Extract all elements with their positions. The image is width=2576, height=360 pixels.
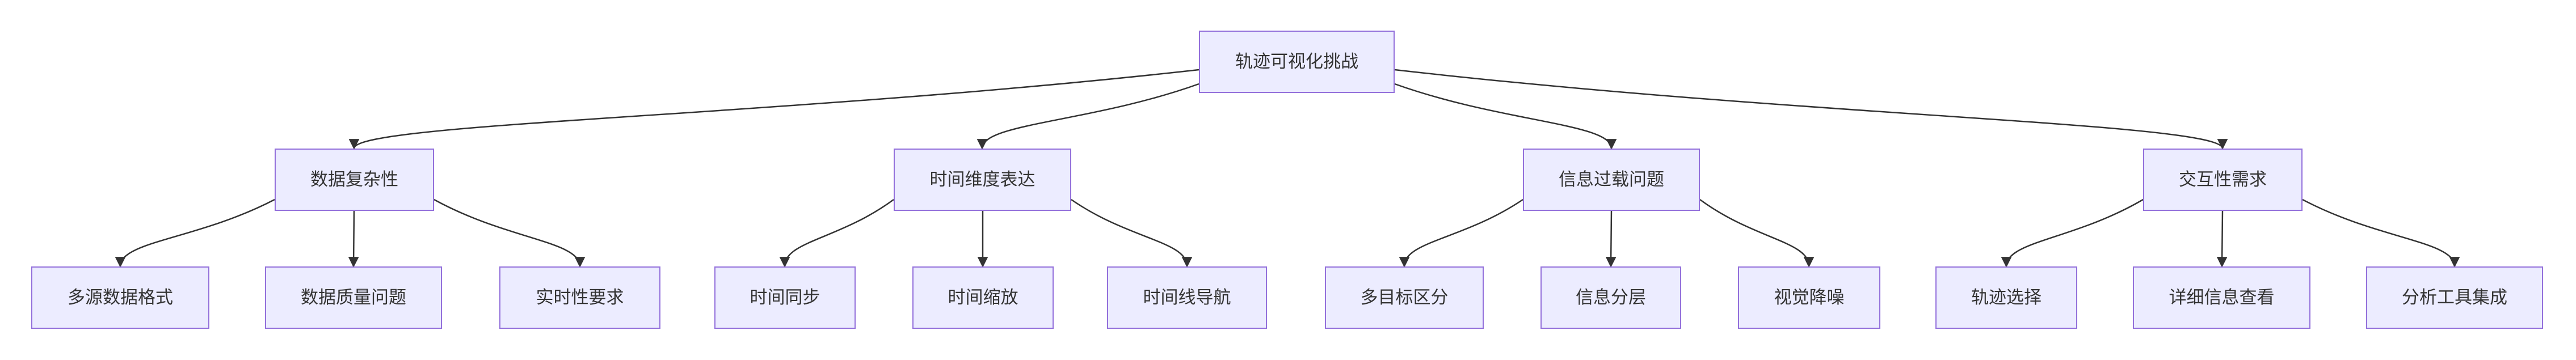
node-label: 数据复杂性 bbox=[310, 170, 398, 190]
node-timeline-nav: 时间线导航 bbox=[1107, 266, 1267, 329]
node-track-selection: 轨迹选择 bbox=[1935, 266, 2077, 329]
edge-data-complexity-to-realtime-requirement bbox=[433, 198, 586, 268]
edge-data-complexity-to-data-quality bbox=[348, 210, 359, 268]
edge-interactivity-to-analysis-tools bbox=[2302, 198, 2460, 268]
node-label: 多源数据格式 bbox=[68, 287, 173, 308]
edge-trajectory-visualization-challenges-to-info-overload bbox=[1394, 83, 1617, 150]
edges-group bbox=[115, 69, 2460, 268]
node-label: 轨迹选择 bbox=[1971, 287, 2042, 308]
node-label: 轨迹可视化挑战 bbox=[1235, 52, 1358, 72]
node-info-layering: 信息分层 bbox=[1540, 266, 1681, 329]
node-label: 分析工具集成 bbox=[2402, 287, 2507, 308]
node-multi-target: 多目标区分 bbox=[1325, 266, 1484, 329]
node-interactivity: 交互性需求 bbox=[2143, 149, 2303, 211]
node-time-sync: 时间同步 bbox=[714, 266, 856, 329]
node-trajectory-visualization-challenges: 轨迹可视化挑战 bbox=[1199, 31, 1395, 93]
node-multi-source-format: 多源数据格式 bbox=[31, 266, 209, 329]
node-label: 时间维度表达 bbox=[929, 170, 1036, 190]
edge-interactivity-to-detail-view bbox=[2216, 210, 2228, 268]
node-label: 信息过载问题 bbox=[1559, 170, 1664, 190]
edge-info-overload-to-multi-target bbox=[1399, 198, 1523, 268]
node-detail-view: 详细信息查看 bbox=[2133, 266, 2310, 329]
edge-time-dimension-to-timeline-nav bbox=[1071, 198, 1193, 268]
edge-time-dimension-to-time-sync bbox=[779, 198, 894, 268]
edge-trajectory-visualization-challenges-to-time-dimension bbox=[976, 83, 1199, 150]
edge-info-overload-to-visual-denoise bbox=[1699, 198, 1815, 268]
node-analysis-tools: 分析工具集成 bbox=[2366, 266, 2543, 329]
edge-data-complexity-to-multi-source-format bbox=[115, 198, 275, 268]
node-visual-denoise: 视觉降噪 bbox=[1738, 266, 1880, 329]
node-data-complexity: 数据复杂性 bbox=[275, 149, 434, 211]
node-label: 交互性需求 bbox=[2179, 170, 2267, 190]
node-info-overload: 信息过载问题 bbox=[1523, 149, 1700, 211]
node-label: 时间同步 bbox=[750, 287, 820, 308]
node-label: 详细信息查看 bbox=[2169, 287, 2275, 308]
node-time-dimension: 时间维度表达 bbox=[894, 149, 1071, 211]
node-label: 多目标区分 bbox=[1360, 287, 1449, 308]
node-realtime-requirement: 实时性要求 bbox=[499, 266, 660, 329]
node-label: 实时性要求 bbox=[536, 287, 624, 308]
edge-interactivity-to-track-selection bbox=[2001, 198, 2144, 268]
edge-trajectory-visualization-challenges-to-data-complexity bbox=[348, 69, 1199, 150]
node-time-zoom: 时间缩放 bbox=[912, 266, 1054, 329]
node-data-quality: 数据质量问题 bbox=[265, 266, 442, 329]
node-label: 数据质量问题 bbox=[301, 287, 406, 308]
node-label: 时间缩放 bbox=[948, 287, 1018, 308]
node-label: 时间线导航 bbox=[1143, 287, 1231, 308]
node-label: 视觉降噪 bbox=[1774, 287, 1845, 308]
node-label: 信息分层 bbox=[1576, 287, 1646, 308]
edge-trajectory-visualization-challenges-to-interactivity bbox=[1394, 69, 2228, 150]
